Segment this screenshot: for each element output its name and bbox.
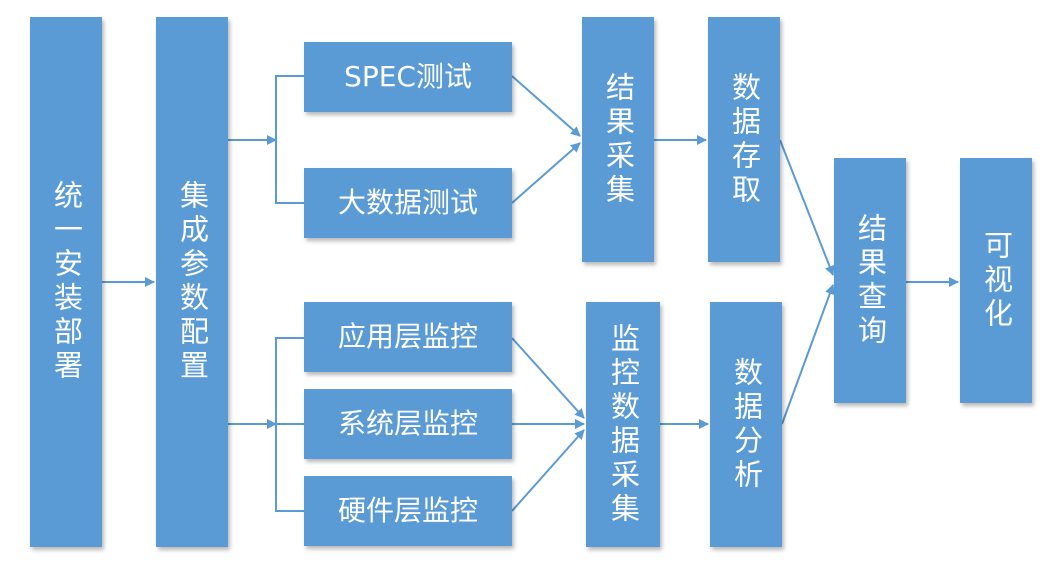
node-label: 集成参数配置 xyxy=(175,180,210,384)
node-data-analysis: 数据分析 xyxy=(710,302,782,547)
node-visualize: 可视化 xyxy=(960,158,1032,403)
node-data-store: 数据存取 xyxy=(708,17,780,262)
node-result-query: 结果查询 xyxy=(834,158,906,403)
node-result-collect: 结果采集 xyxy=(582,17,654,262)
node-monitor-collect: 监控数据采集 xyxy=(586,302,660,547)
edge-bracket-upper xyxy=(275,75,304,204)
node-bigdata-test: 大数据测试 xyxy=(304,168,512,238)
node-sys-monitor: 系统层监控 xyxy=(304,389,512,459)
node-deploy: 统一安装部署 xyxy=(30,17,102,547)
node-label: 可视化 xyxy=(979,229,1014,332)
node-label: 数据分析 xyxy=(729,356,764,493)
node-hw-monitor: 硬件层监控 xyxy=(304,476,512,546)
node-label: SPEC测试 xyxy=(344,60,472,93)
node-label: 统一安装部署 xyxy=(49,180,84,384)
node-label: 数据存取 xyxy=(727,71,762,208)
node-spec-test: SPEC测试 xyxy=(304,42,512,112)
node-config: 集成参数配置 xyxy=(156,17,228,547)
edge-store-query xyxy=(779,139,835,276)
node-label: 大数据测试 xyxy=(337,186,478,219)
edge-hw-monitor xyxy=(511,429,585,512)
node-label: 系统层监控 xyxy=(337,407,478,440)
edge-bigdata-result xyxy=(511,142,581,204)
node-label: 结果采集 xyxy=(601,71,636,208)
node-label: 结果查询 xyxy=(853,212,888,349)
node-app-monitor: 应用层监控 xyxy=(304,302,512,372)
edge-spec-result xyxy=(511,75,581,137)
node-label: 硬件层监控 xyxy=(337,494,478,527)
node-label: 监控数据采集 xyxy=(606,322,641,527)
edge-app-monitor xyxy=(511,337,585,419)
node-label: 应用层监控 xyxy=(337,320,478,353)
edge-analysis-query xyxy=(781,284,835,425)
